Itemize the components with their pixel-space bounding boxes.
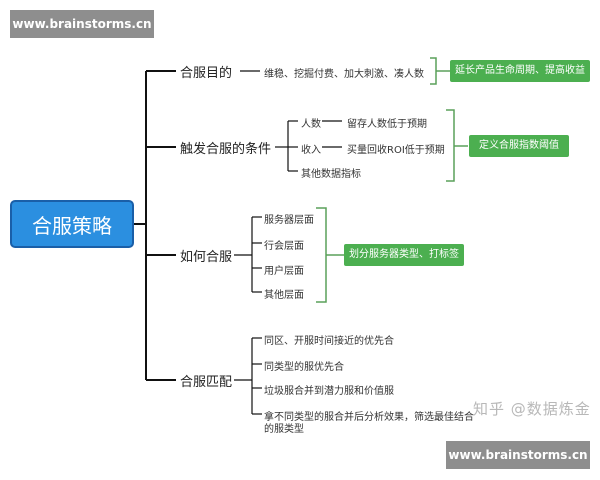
how-item: 用户层面 [264,266,304,277]
branch-trigger: 触发合服的条件 [180,142,272,157]
root-node: 合服策略 [10,200,134,248]
purpose-tag: 延长产品生命周期、提高收益 [450,60,590,82]
branch-how: 如何合服 [180,250,233,265]
trigger-item-label: 收入 [301,145,321,156]
how-item: 行会层面 [264,241,304,252]
branch-purpose: 合服目的 [180,66,233,81]
trigger-item-label: 人数 [301,119,321,130]
how-item: 其他层面 [264,290,304,301]
branch-match: 合服匹配 [180,375,233,390]
how-item: 服务器层面 [264,215,314,226]
trigger-tag: 定义合服指数阈值 [469,135,569,157]
match-item: 同类型的服优先合 [264,362,344,373]
match-item: 同区、开服时间接近的优先合 [264,336,394,347]
purpose-detail: 维稳、挖掘付费、加大刺激、凑人数 [264,69,424,80]
watermark-bottom: www.brainstorms.cn [446,441,590,469]
trigger-item-label: 其他数据指标 [301,169,361,180]
match-item-continued: 的服类型 [264,424,304,435]
match-item: 垃圾服合并到潜力服和价值服 [264,386,394,397]
trigger-item-detail: 买量回收ROI低于预期 [347,145,445,156]
match-item: 拿不同类型的服合并后分析效果，筛选最佳结合 [264,412,474,423]
brand-watermark: 知乎 @数据炼金 [473,400,591,418]
watermark-top: www.brainstorms.cn [10,10,154,38]
trigger-item-detail: 留存人数低于预期 [347,119,427,130]
how-tag: 划分服务器类型、打标签 [344,244,464,266]
